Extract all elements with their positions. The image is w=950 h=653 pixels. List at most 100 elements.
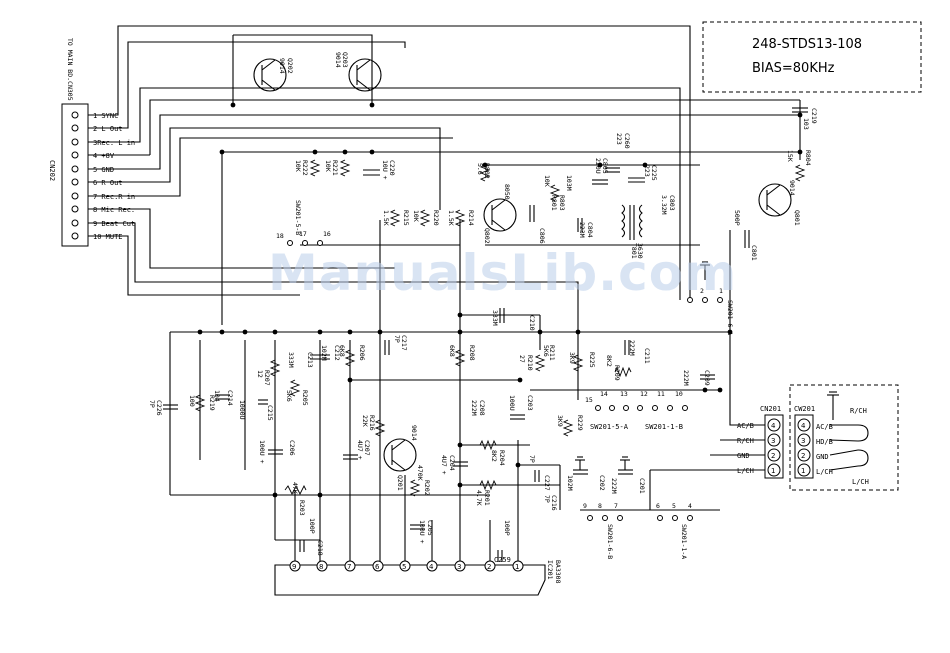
svg-text:R210: R210: [526, 355, 534, 371]
svg-text:17: 17: [299, 230, 307, 238]
svg-text:8050: 8050: [503, 184, 511, 200]
svg-text:C203: C203: [526, 395, 534, 411]
svg-text:R802: R802: [483, 163, 491, 179]
svg-text:L/CH: L/CH: [852, 478, 869, 486]
svg-text:Q801: Q801: [793, 210, 801, 226]
svg-text:Q802: Q802: [483, 228, 491, 244]
ground-icon: [700, 261, 710, 280]
svg-text:R205: R205: [301, 390, 309, 406]
svg-text:2: 2: [700, 287, 704, 295]
capacitors: C219 103 C220 10U + C260 223 C225 223 C8…: [148, 107, 818, 564]
cn202-pin-3: [71, 138, 79, 146]
svg-text:4: 4: [771, 422, 776, 430]
svg-text:47K: 47K: [291, 482, 299, 494]
svg-text:9014: 9014: [334, 52, 342, 68]
svg-text:C205: C205: [426, 520, 434, 536]
cn202-pin-8: [71, 205, 79, 213]
svg-text:C260: C260: [623, 133, 631, 149]
svg-text:7P: 7P: [543, 495, 551, 503]
cn202-pin-label: 5 GND: [93, 166, 114, 174]
svg-text:100U +: 100U +: [258, 440, 266, 464]
cn202-pin-10: [71, 232, 79, 240]
svg-text:5: 5: [402, 563, 406, 571]
svg-text:3.32M: 3.32M: [660, 195, 668, 215]
svg-text:222M: 222M: [470, 400, 478, 416]
svg-text:C806: C806: [538, 228, 546, 244]
svg-text:Q203: Q203: [341, 52, 349, 68]
wiring: [88, 25, 801, 565]
svg-text:1: 1: [801, 467, 805, 475]
svg-text:C803: C803: [668, 195, 676, 211]
svg-text:R225: R225: [588, 352, 596, 368]
cn202-pin-label: 10 MUTE: [93, 233, 123, 241]
svg-text:3K9: 3K9: [556, 415, 564, 427]
svg-text:103M: 103M: [565, 175, 573, 191]
svg-text:10K: 10K: [294, 160, 302, 172]
svg-text:4: 4: [801, 422, 806, 430]
svg-text:IC201: IC201: [546, 560, 554, 580]
svg-text:Q202: Q202: [286, 58, 294, 74]
svg-text:7: 7: [347, 563, 351, 571]
svg-text:223: 223: [615, 133, 623, 145]
svg-text:C801: C801: [750, 245, 758, 261]
svg-text:223M: 223M: [578, 222, 586, 238]
svg-text:C202: C202: [598, 475, 606, 491]
svg-text:R206: R206: [358, 345, 366, 361]
svg-text:R214: R214: [467, 210, 475, 226]
svg-text:C259: C259: [494, 556, 511, 564]
transistor-q801: Q801 9014: [758, 180, 801, 226]
svg-text:R215: R215: [402, 210, 410, 226]
head-coil-left-icon: [857, 449, 869, 467]
svg-text:C219: C219: [810, 108, 818, 124]
svg-text:5.6: 5.6: [476, 163, 484, 175]
cn202-pin-label: 2 L Out: [93, 125, 123, 133]
svg-text:4: 4: [429, 563, 434, 571]
svg-text:3: 3: [771, 437, 775, 445]
svg-text:22K: 22K: [361, 415, 369, 427]
svg-text:R220: R220: [432, 210, 440, 226]
svg-text:6: 6: [656, 502, 660, 510]
svg-text:C225: C225: [650, 165, 658, 181]
cn202-pin-1: [71, 111, 79, 119]
svg-text:C805: C805: [601, 158, 609, 174]
svg-text:R222: R222: [301, 160, 309, 176]
svg-text:500P: 500P: [733, 210, 741, 226]
svg-text:9014: 9014: [788, 180, 796, 196]
svg-text:C218: C218: [316, 540, 324, 556]
transistor-q203: Q203 9014: [334, 52, 382, 92]
svg-text:15: 15: [585, 396, 593, 404]
svg-text:2: 2: [801, 452, 805, 460]
svg-text:R219: R219: [208, 395, 216, 411]
svg-text:3K9: 3K9: [568, 352, 576, 364]
svg-text:103: 103: [802, 118, 810, 130]
svg-text:333M: 333M: [287, 352, 295, 368]
svg-text:14: 14: [600, 390, 608, 398]
svg-text:R801: R801: [550, 195, 558, 211]
svg-text:AC/B: AC/B: [737, 422, 754, 430]
svg-text:R204: R204: [498, 450, 506, 466]
svg-text:C220: C220: [388, 160, 396, 176]
svg-text:10K: 10K: [324, 160, 332, 172]
svg-text:3630: 3630: [636, 243, 644, 259]
svg-text:R208: R208: [468, 345, 476, 361]
svg-text:102M: 102M: [320, 345, 328, 361]
svg-text:7P: 7P: [148, 400, 156, 408]
svg-text:R209: R209: [613, 365, 621, 381]
bias-frequency: BIAS=80KHz: [752, 61, 835, 76]
svg-text:10: 10: [675, 390, 683, 398]
svg-text:9014: 9014: [410, 425, 418, 441]
cn202-pin-label: 6 R Out: [93, 179, 123, 187]
svg-text:C210: C210: [528, 315, 536, 331]
cn202-pin-label: 8 Mic Rec.: [93, 206, 135, 214]
svg-text:CW201: CW201: [794, 405, 815, 413]
connector-cw201: CW201 4 3 2 1 AC/B HD/B GND L/CH R/CH L/…: [789, 384, 899, 491]
svg-text:100U: 100U: [508, 395, 516, 411]
svg-text:R221: R221: [331, 160, 339, 176]
cn202-pin-9: [71, 219, 79, 227]
svg-text:SW201-5-B: SW201-5-B: [294, 200, 302, 235]
svg-text:8: 8: [319, 563, 323, 571]
svg-text:C211: C211: [643, 348, 651, 364]
svg-text:1: 1: [719, 287, 723, 295]
watermark: ManualsLib.com: [268, 244, 737, 302]
